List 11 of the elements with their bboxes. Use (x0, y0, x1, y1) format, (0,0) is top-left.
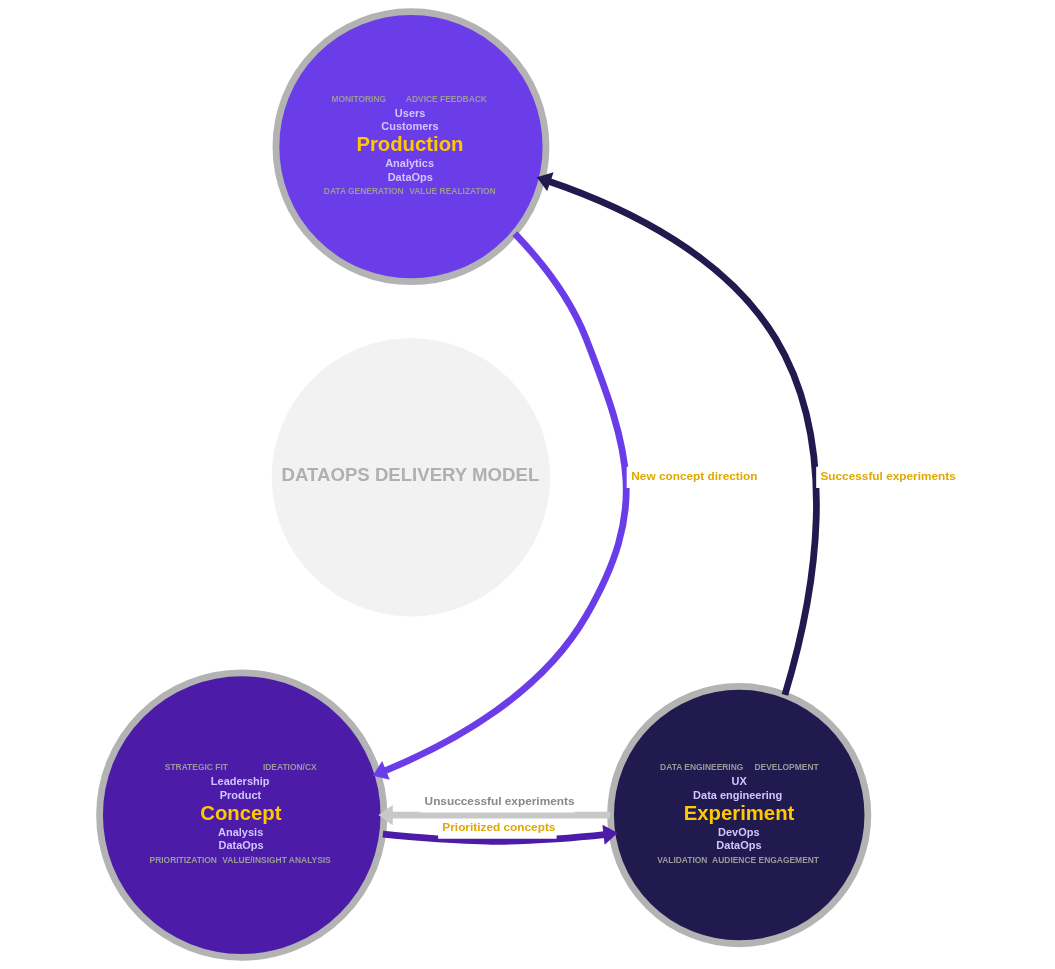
edge-label: Successful experiments (819, 469, 956, 484)
edge-label: Unsuccessful experiments (424, 793, 574, 808)
arrow (372, 231, 629, 780)
edge-label: New concept direction (630, 469, 758, 484)
node-circle: DATA ENGINEERING DEVELOPMENT UX Data engineering Experiment DevOps DataOps VALIDATION AUDIENCE ENGAGEMENT (606, 683, 871, 948)
arrow (377, 805, 610, 826)
arrow (536, 172, 820, 696)
arrow (382, 824, 618, 845)
node-circle: STRATEGIC FIT IDEATION/CX Leadership Product Concept Analysis DataOps PRIORITIZATION VALUE/INSIGHT ANALYSIS (95, 669, 387, 961)
edge-label: Prioritized concepts (441, 819, 555, 834)
node-circle: MONITORING ADVICE FEEDBACK Users Customers Production Analytics DataOps DATA GENERATION VALUE REALIZATION (272, 8, 549, 286)
